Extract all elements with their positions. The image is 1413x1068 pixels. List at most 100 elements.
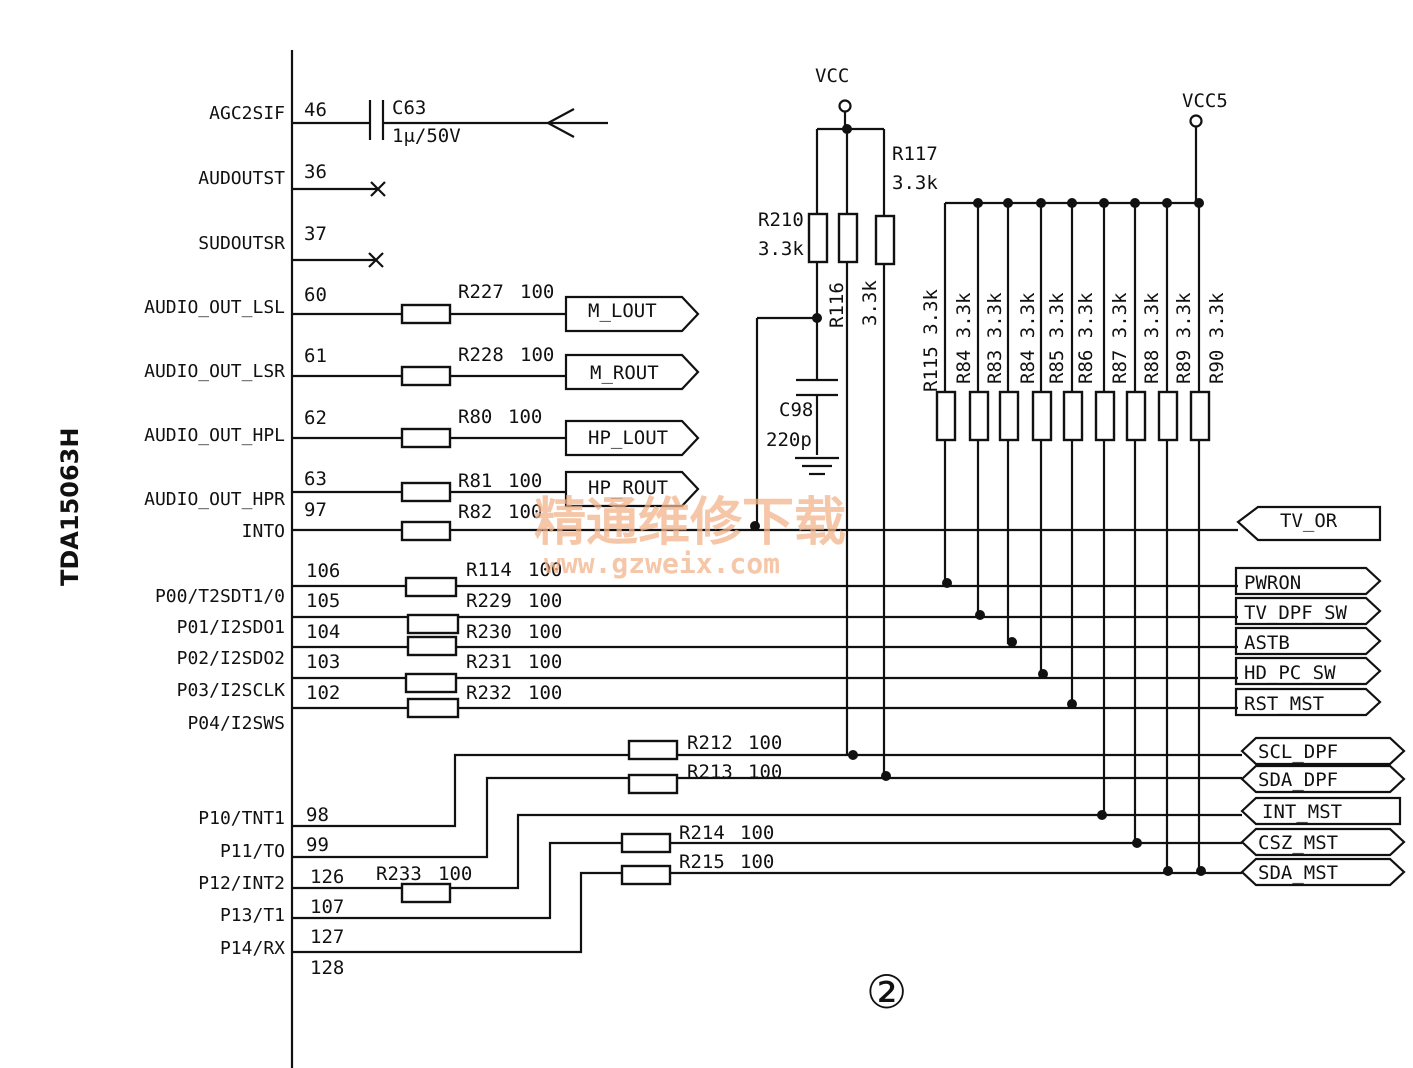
- r81-value: 100: [508, 470, 542, 492]
- port-int-mst: INT_MST: [1262, 801, 1342, 823]
- pin-label: P13/T1: [220, 905, 285, 926]
- c63-value: 1μ/50V: [392, 125, 461, 147]
- port-csz-mst: CSZ_MST: [1258, 832, 1338, 854]
- r117-name: R117: [892, 143, 938, 165]
- port-m-rout: M_ROUT: [590, 362, 659, 384]
- r214-value: 100: [740, 822, 774, 844]
- watermark-url: www.gzweix.com: [544, 547, 780, 580]
- r114-name: R114: [466, 559, 512, 581]
- r231-value: 100: [528, 651, 562, 673]
- vcc-label: VCC: [815, 65, 849, 87]
- r227-value: 100: [520, 281, 554, 303]
- r80-value: 100: [508, 406, 542, 428]
- c98-name: C98: [779, 399, 813, 421]
- nc-pins: [292, 181, 386, 268]
- pin-label: SUDOUTSR: [198, 233, 285, 254]
- port-tv-dpf-sw: TV_DPF_SW: [1244, 602, 1348, 624]
- r114-value: 100: [528, 559, 562, 581]
- pin-label: P02/I2SDO2: [177, 648, 285, 669]
- r89-label: R89 3.3k: [1173, 292, 1195, 384]
- r230-name: R230: [466, 621, 512, 643]
- pin-label: P10/TNT1: [198, 808, 285, 829]
- pin-label: P00/T2SDT1/0: [155, 586, 285, 607]
- port-hp-rout: HP_ROUT: [588, 477, 668, 499]
- port-astb: ASTB: [1244, 632, 1290, 654]
- r227-name: R227: [458, 281, 504, 303]
- pin-label: P14/RX: [220, 938, 285, 959]
- r228-name: R228: [458, 344, 504, 366]
- r83-label: R83 3.3k: [984, 292, 1006, 384]
- r82-value: 100: [508, 501, 542, 523]
- pin-number: 102: [306, 682, 340, 704]
- r215-name: R215: [679, 851, 725, 873]
- pin-label: INTO: [242, 521, 285, 542]
- pin-number: 63: [304, 468, 327, 490]
- port-scl-dpf: SCL_DPF: [1258, 741, 1338, 763]
- pin-number: 62: [304, 407, 327, 429]
- pin-label: P04/I2SWS: [187, 713, 285, 734]
- r233-name: R233: [376, 863, 422, 885]
- r90-label: R90 3.3k: [1206, 292, 1228, 384]
- pin-number: 98: [306, 804, 329, 826]
- port-sda-mst: SDA_MST: [1258, 862, 1338, 884]
- port-pwron: PWRON: [1244, 572, 1301, 594]
- r82-name: R82: [458, 501, 492, 523]
- pin-number: 37: [304, 223, 327, 245]
- r84b-label: R84 3.3k: [1017, 292, 1039, 384]
- r232-name: R232: [466, 682, 512, 704]
- p0-nets: [292, 576, 1238, 719]
- c63-name: C63: [392, 97, 426, 119]
- pin-label: AUDIO_OUT_HPL: [144, 425, 285, 446]
- r84-label: R84 3.3k: [953, 292, 975, 384]
- audio-output-nets: [292, 303, 1238, 542]
- vcc-group: [750, 99, 896, 778]
- pin-label: P12/INT2: [198, 873, 285, 894]
- r213-value: 100: [748, 761, 782, 783]
- pin-number: 103: [306, 651, 340, 673]
- r229-name: R229: [466, 590, 512, 612]
- vcc5-group: [935, 114, 1211, 876]
- pin-number: 105: [306, 590, 340, 612]
- c63-input-net: C63 1μ/50V: [292, 97, 608, 147]
- r232-value: 100: [528, 682, 562, 704]
- r210-value: 3.3k: [758, 238, 804, 260]
- port-hd-pc-sw: HD_PC_SW: [1244, 662, 1336, 684]
- pin-number: 104: [306, 621, 340, 643]
- r212-name: R212: [687, 732, 733, 754]
- pin-label: P03/I2SCLK: [177, 680, 286, 701]
- figure-number: ②: [866, 965, 907, 1019]
- chip-name: TDA15063H: [56, 428, 84, 586]
- r212-value: 100: [748, 732, 782, 754]
- pin-number: 97: [304, 499, 327, 521]
- r213-name: R213: [687, 761, 733, 783]
- r229-value: 100: [528, 590, 562, 612]
- pin-number: 107: [310, 896, 344, 918]
- vcc5-label: VCC5: [1182, 90, 1228, 112]
- c98-value: 220p: [766, 429, 812, 451]
- pin-number: 106: [306, 560, 340, 582]
- right-port-shapes: [1234, 505, 1406, 887]
- r86-label: R86 3.3k: [1075, 292, 1097, 384]
- port-sda-dpf: SDA_DPF: [1258, 769, 1338, 791]
- pin-label: AUDIO_OUT_HPR: [144, 489, 285, 510]
- pin-label: P01/I2SDO1: [177, 617, 285, 638]
- pin-number: 127: [310, 926, 344, 948]
- pin-label: AUDIO_OUT_LSR: [144, 361, 285, 382]
- r116-value: 3.3k: [859, 280, 881, 326]
- r230-value: 100: [528, 621, 562, 643]
- pin-number: 99: [306, 834, 329, 856]
- pin-number: 128: [310, 957, 344, 979]
- port-hp-lout: HP_LOUT: [588, 427, 668, 449]
- pin-number: 36: [304, 161, 327, 183]
- pin-number: 60: [304, 284, 327, 306]
- pin-number: 126: [310, 866, 344, 888]
- r115-label: R115 3.3k: [920, 288, 942, 392]
- pin-label: P11/TO: [220, 841, 285, 862]
- audio-port-shapes: [564, 295, 700, 508]
- r88-label: R88 3.3k: [1141, 292, 1163, 384]
- pin-number: 61: [304, 345, 327, 367]
- port-rst-mst: RST_MST: [1244, 693, 1324, 715]
- p1-nets: [292, 739, 1242, 954]
